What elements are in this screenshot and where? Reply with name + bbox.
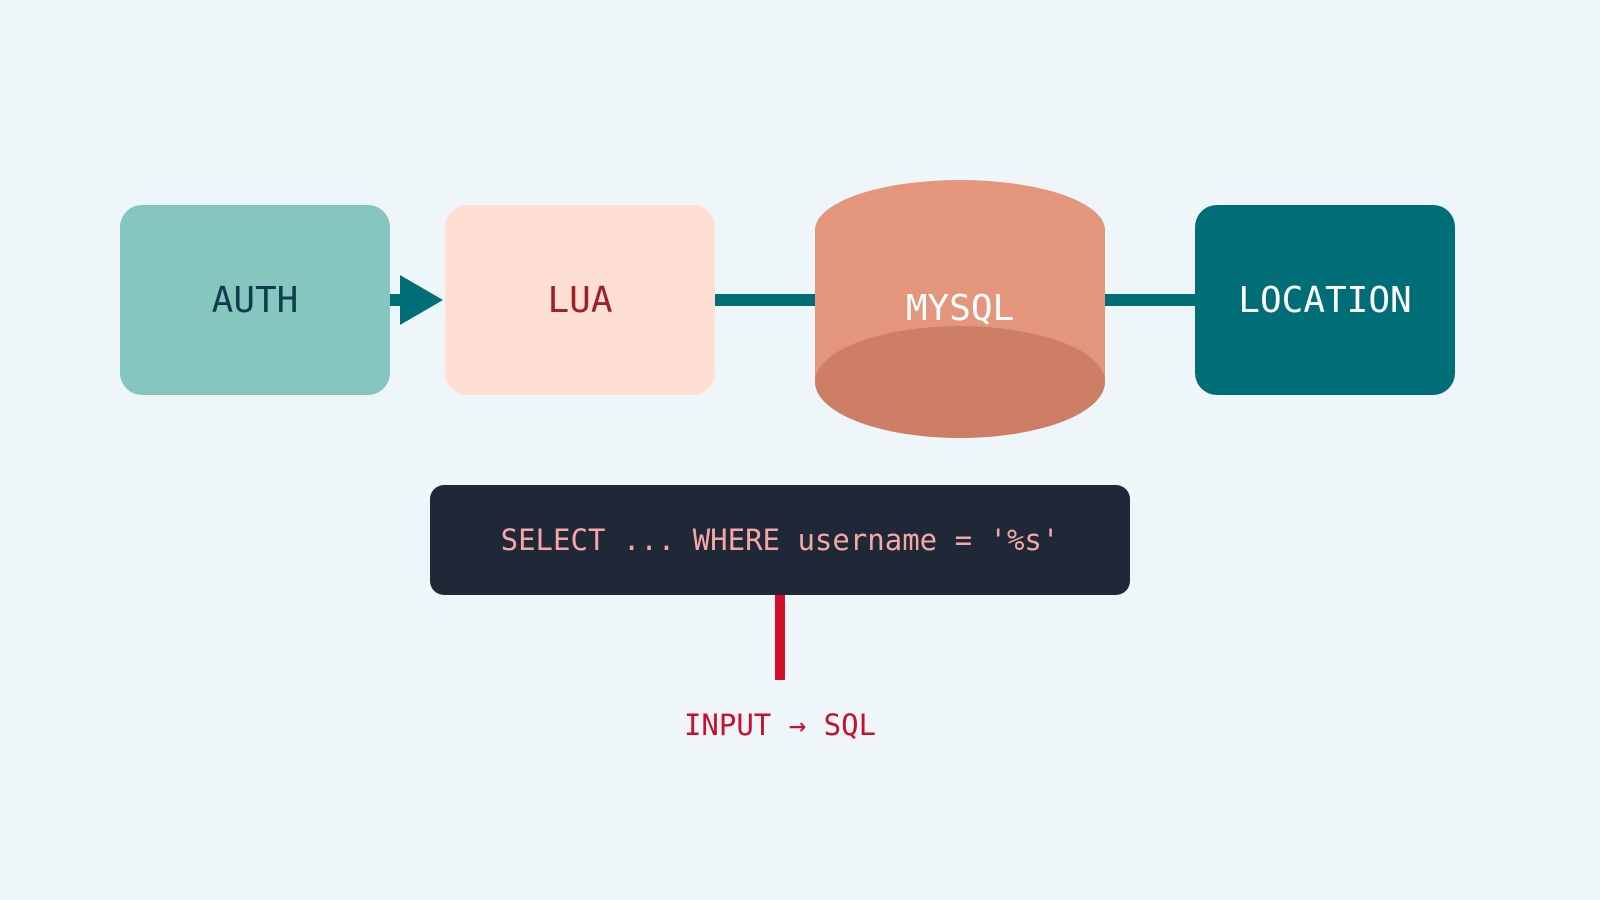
injection-label: INPUT → SQL — [683, 708, 877, 742]
lua-label: LUA — [547, 279, 613, 321]
arrowhead-icon — [400, 275, 443, 325]
mysql-database-icon — [815, 180, 1105, 438]
auth-label: AUTH — [211, 279, 299, 321]
auth-node: AUTH — [120, 205, 390, 395]
connector-auth-lua — [388, 294, 402, 306]
connector-mysql-location — [1104, 294, 1198, 306]
sql-query-text: SELECT ... WHERE username = '%s' — [500, 523, 1060, 557]
mysql-cylinder-base — [815, 326, 1105, 438]
location-label: LOCATION — [1238, 279, 1412, 321]
mysql-label: MYSQL — [905, 287, 1015, 329]
lua-node: LUA — [445, 205, 715, 395]
location-node: LOCATION — [1195, 205, 1455, 395]
sql-query-box: SELECT ... WHERE username = '%s' — [430, 485, 1130, 595]
injection-line — [775, 595, 785, 680]
connector-lua-mysql — [713, 294, 817, 306]
